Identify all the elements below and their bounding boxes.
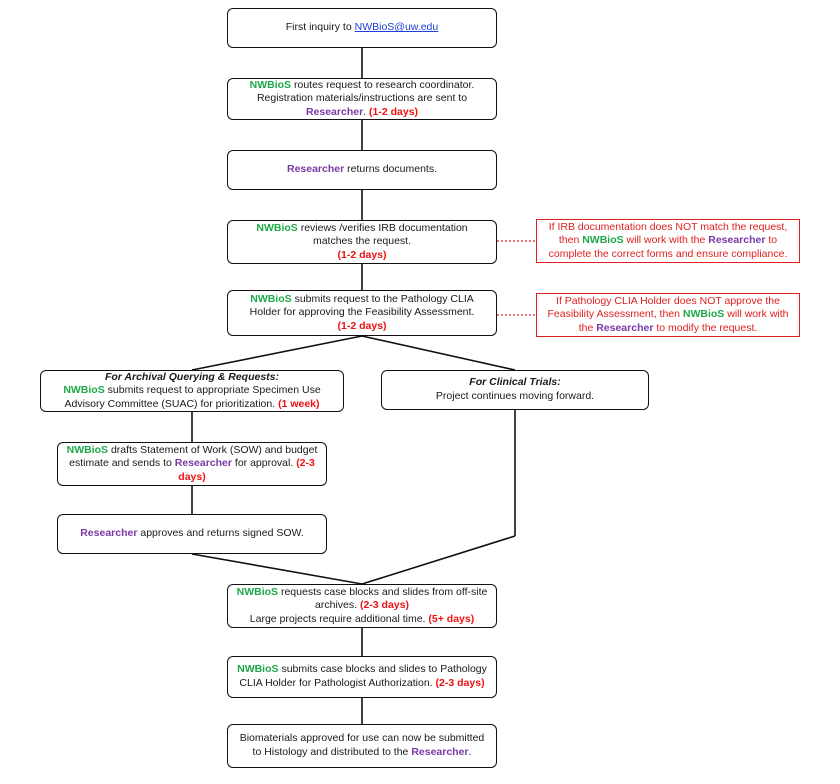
step-text: submits request to appropriate Specimen … bbox=[64, 384, 321, 410]
duration: (1-2 days) bbox=[369, 105, 419, 118]
step-text: submits case blocks and slides to Pathol… bbox=[239, 663, 487, 689]
connector-5-archival bbox=[191, 335, 363, 371]
role-researcher: Researcher bbox=[80, 527, 138, 540]
step-text: routes request to research coordinator. … bbox=[256, 78, 475, 105]
connector-clinical-merge bbox=[361, 535, 516, 585]
step-return-documents: Researcher returns documents. bbox=[227, 150, 497, 190]
role-researcher: Researcher bbox=[596, 321, 654, 334]
org-nwbios: NWBioS bbox=[237, 663, 279, 676]
note-irb-mismatch: If IRB documentation does NOT match the … bbox=[536, 219, 800, 263]
org-nwbios: NWBioS bbox=[250, 292, 292, 305]
step-text: returns documents. bbox=[344, 163, 437, 176]
connector-approve-merge bbox=[191, 553, 363, 585]
connector-5-clinical bbox=[361, 335, 516, 371]
duration: (2-3 days) bbox=[435, 677, 485, 689]
step-biomaterials-approved: Biomaterials approved for use can now be… bbox=[227, 724, 497, 768]
step-text: submits request to the Pathology CLIA Ho… bbox=[249, 292, 475, 319]
role-researcher: Researcher bbox=[411, 746, 469, 758]
step-text: drafts Statement of Work (SOW) and budge… bbox=[69, 443, 318, 470]
step-text: approves and returns signed SOW. bbox=[137, 527, 304, 540]
step-route-request: NWBioS routes request to research coordi… bbox=[227, 78, 497, 120]
duration: (1 week) bbox=[278, 397, 320, 410]
step-text: Project continues moving forward. bbox=[435, 390, 595, 402]
org-nwbios: NWBioS bbox=[682, 308, 725, 321]
org-nwbios: NWBioS bbox=[63, 384, 105, 397]
step-approve-sow: Researcher approves and returns signed S… bbox=[57, 514, 327, 554]
duration: (2-3 days) bbox=[359, 599, 409, 612]
org-nwbios: NWBioS bbox=[66, 443, 109, 456]
step-feasibility-assessment: NWBioS submits request to the Pathology … bbox=[227, 290, 497, 336]
note-clia-not-approved: If Pathology CLIA Holder does NOT approv… bbox=[536, 293, 800, 337]
step-request-blocks: NWBioS requests case blocks and slides f… bbox=[227, 584, 497, 628]
duration: (1-2 days) bbox=[337, 248, 387, 261]
step-submit-blocks: NWBioS submits case blocks and slides to… bbox=[227, 656, 497, 698]
step-text: Large projects require additional time. bbox=[249, 612, 429, 625]
duration: (2-3 days) bbox=[178, 457, 315, 483]
duration: (5+ days) bbox=[428, 612, 475, 625]
org-nwbios: NWBioS bbox=[236, 585, 279, 598]
org-nwbios: NWBioS bbox=[582, 234, 624, 247]
step-text: reviews /verifies IRB documentation matc… bbox=[297, 221, 468, 248]
duration: (1-2 days) bbox=[337, 319, 387, 332]
role-researcher: Researcher bbox=[708, 234, 766, 247]
step-draft-sow: NWBioS drafts Statement of Work (SOW) an… bbox=[57, 442, 327, 486]
branch-heading: For Archival Querying & Requests: bbox=[104, 370, 280, 383]
step-first-inquiry: First inquiry to NWBioS@uw.edu bbox=[227, 8, 497, 48]
step-verify-irb: NWBioS reviews /verifies IRB documentati… bbox=[227, 220, 497, 264]
org-nwbios: NWBioS bbox=[256, 221, 298, 234]
step-text: Biomaterials approved for use can now be… bbox=[239, 732, 485, 758]
org-nwbios: NWBioS bbox=[249, 78, 292, 91]
email-link[interactable]: NWBioS@uw.edu bbox=[354, 21, 439, 34]
step-clinical-trials: For Clinical Trials: Project continues m… bbox=[381, 370, 649, 410]
role-researcher: Researcher bbox=[174, 457, 232, 470]
step-archival-requests: For Archival Querying & Requests: NWBioS… bbox=[40, 370, 344, 412]
role-researcher: Researcher bbox=[305, 105, 364, 118]
role-researcher: Researcher bbox=[286, 163, 345, 176]
step-text: requests case blocks and slides from off… bbox=[278, 585, 488, 612]
branch-heading: For Clinical Trials: bbox=[469, 376, 561, 389]
step-text: First inquiry to bbox=[285, 21, 355, 34]
